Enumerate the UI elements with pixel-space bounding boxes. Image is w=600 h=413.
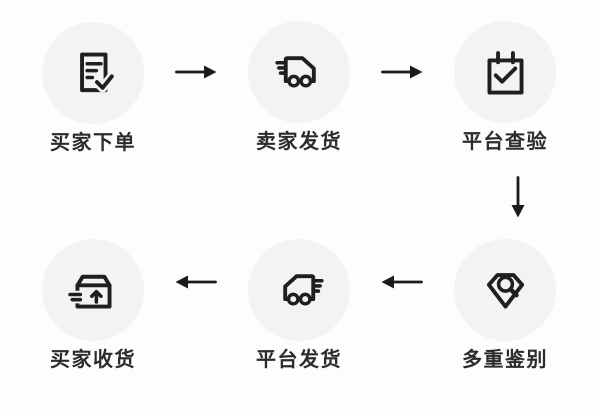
package-receive-icon	[65, 274, 111, 308]
step-label: 平台查验	[462, 131, 548, 153]
arrow-right-icon	[175, 64, 217, 80]
step-circle	[42, 239, 144, 341]
truck-right-icon	[274, 55, 316, 88]
step-platform-inspect: 平台查验	[425, 21, 585, 153]
step-circle	[454, 239, 556, 341]
arrow-left-icon	[381, 274, 423, 290]
step-label: 平台发货	[256, 349, 342, 371]
arrow-down-icon	[497, 176, 539, 218]
step-circle	[454, 21, 556, 123]
step-seller-ship: 卖家发货	[219, 21, 379, 153]
step-buyer-receive: 买家收货	[13, 239, 173, 371]
arrow-right-icon	[381, 64, 423, 80]
step-label: 多重鉴别	[462, 349, 548, 371]
step-label: 卖家发货	[256, 131, 342, 153]
gem-magnifier-icon	[486, 272, 524, 308]
order-document-icon	[79, 52, 116, 92]
calendar-check-icon	[487, 50, 523, 94]
arrow-left-icon	[175, 274, 217, 290]
step-buyer-order: 买家下单	[13, 22, 173, 154]
step-label: 买家收货	[50, 349, 136, 371]
step-authentication: 多重鉴别	[425, 239, 585, 371]
step-circle	[248, 239, 350, 341]
step-label: 买家下单	[50, 132, 136, 154]
step-circle	[42, 22, 144, 124]
step-platform-ship: 平台发货	[219, 239, 379, 371]
truck-left-icon	[282, 273, 324, 306]
step-circle	[248, 21, 350, 123]
